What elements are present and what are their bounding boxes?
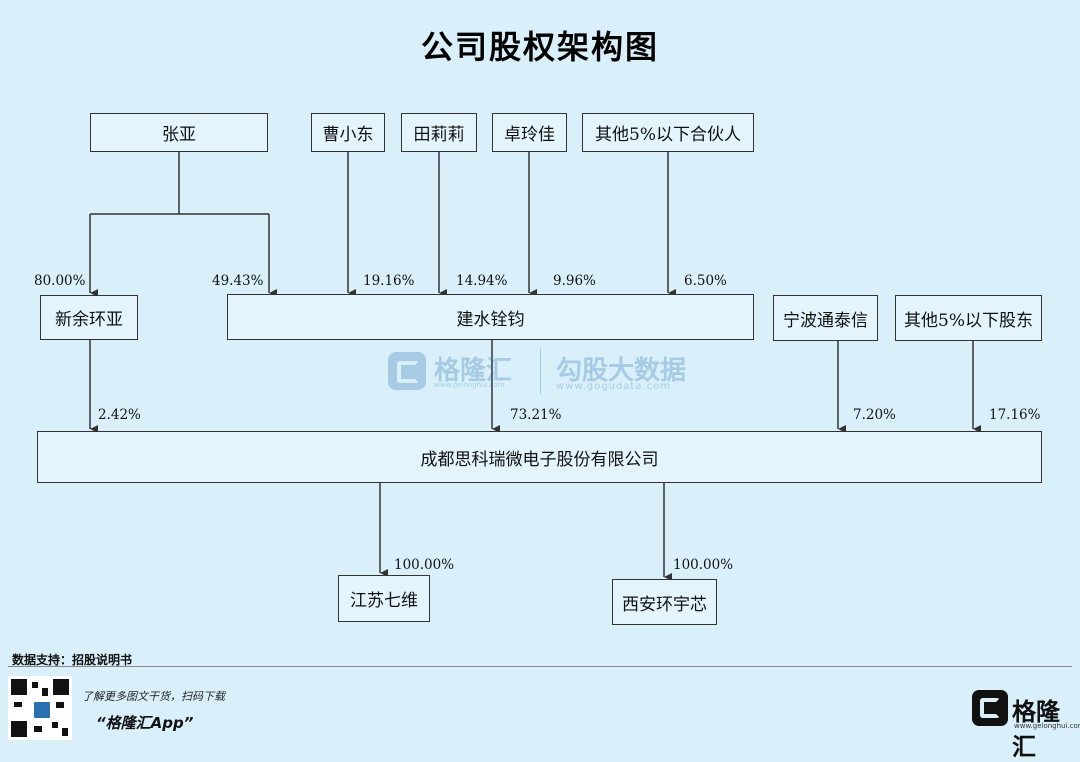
- node-cao-xiaodong: 曹小东: [311, 113, 385, 152]
- edge-label-zhang-xinyu: 80.00%: [34, 273, 86, 289]
- connector-lines: [89, 152, 981, 581]
- edge-label-ningbo-company: 7.20%: [853, 407, 896, 423]
- watermark-name: 格隆汇: [434, 356, 513, 386]
- watermark: 格隆汇 www.gelonghui.com 勾股大数据 www.gogudata…: [388, 348, 698, 398]
- edge-label-jianshui-company: 73.21%: [510, 407, 562, 423]
- qr-code-icon[interactable]: [8, 676, 72, 740]
- footer-divider: [8, 666, 1072, 667]
- watermark-brand-url: www.gogudata.com: [556, 381, 672, 392]
- gelonghui-logo-icon: [388, 352, 426, 390]
- edge-label-cao-jianshui: 19.16%: [363, 273, 415, 289]
- node-zhang-ya: 张亚: [90, 113, 268, 152]
- watermark-divider: [540, 348, 541, 394]
- node-other-shareholders: 其他5%以下股东: [895, 295, 1042, 341]
- data-source: 数据支持：招股说明书: [12, 653, 133, 667]
- app-name: “格隆汇App”: [96, 714, 194, 732]
- brand-url: www.gelonghui.com: [1014, 722, 1080, 730]
- node-jianshui-quanjun: 建水铨钧: [227, 294, 754, 340]
- edge-label-xinyu-company: 2.42%: [98, 407, 141, 423]
- edge-label-others-company: 17.16%: [989, 407, 1041, 423]
- page-title: 公司股权架构图: [420, 28, 659, 66]
- node-company: 成都思科瑞微电子股份有限公司: [37, 431, 1042, 483]
- edge-label-zhang-jianshui: 49.43%: [212, 273, 264, 289]
- edge-label-partners-jianshui: 6.50%: [684, 273, 727, 289]
- node-jiangsu-qiwei: 江苏七维: [338, 575, 430, 622]
- node-zhuo-lingjia: 卓玲佳: [492, 113, 567, 152]
- watermark-brand: 勾股大数据: [556, 356, 687, 386]
- watermark-name-url: www.gelonghui.com: [434, 381, 505, 389]
- node-ningbo-tongtaixin: 宁波通泰信: [773, 295, 878, 341]
- edge-label-zhuo-jianshui: 9.96%: [553, 273, 596, 289]
- gelonghui-logo-icon: [32, 700, 52, 720]
- edge-label-company-jiangsu: 100.00%: [394, 557, 455, 573]
- node-xian-huanyuxin: 西安环宇芯: [612, 579, 717, 625]
- download-promo: 了解更多图文干货，扫码下载: [82, 690, 225, 703]
- edge-label-company-xian: 100.00%: [673, 557, 734, 573]
- node-tian-lili: 田莉莉: [401, 113, 477, 152]
- edge-label-tian-jianshui: 14.94%: [456, 273, 508, 289]
- gelonghui-logo-icon: [972, 690, 1008, 726]
- node-other-partners: 其他5%以下合伙人: [582, 113, 754, 152]
- node-xinyu-huanya: 新余环亚: [40, 295, 138, 340]
